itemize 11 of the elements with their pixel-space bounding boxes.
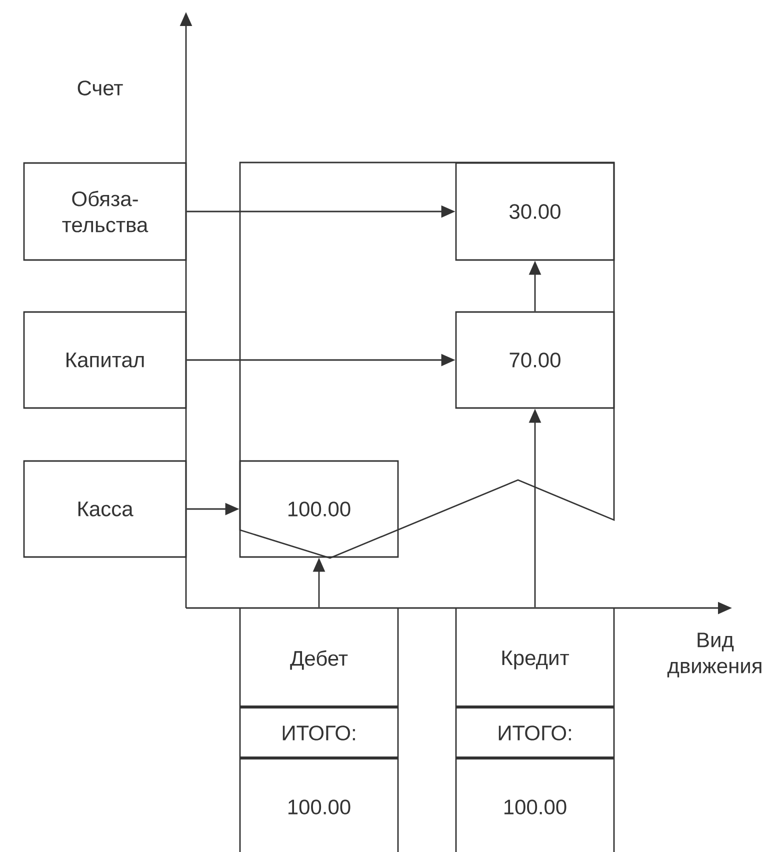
- box: Обяза- тельства: [23, 162, 187, 261]
- box: Капитал: [23, 311, 187, 409]
- axis-label: Вид движения: [667, 632, 762, 678]
- axis-label: Счет: [78, 80, 123, 96]
- table-column: Дебет ИТОГО: 100.00: [238, 607, 400, 852]
- box: Касса: [23, 460, 187, 558]
- outline-shape: [239, 162, 615, 559]
- box: 70.00: [455, 311, 615, 409]
- box: 100.00: [239, 460, 399, 558]
- box: 30.00: [455, 162, 615, 261]
- table-column: Кредит ИТОГО: 100.00: [454, 607, 616, 852]
